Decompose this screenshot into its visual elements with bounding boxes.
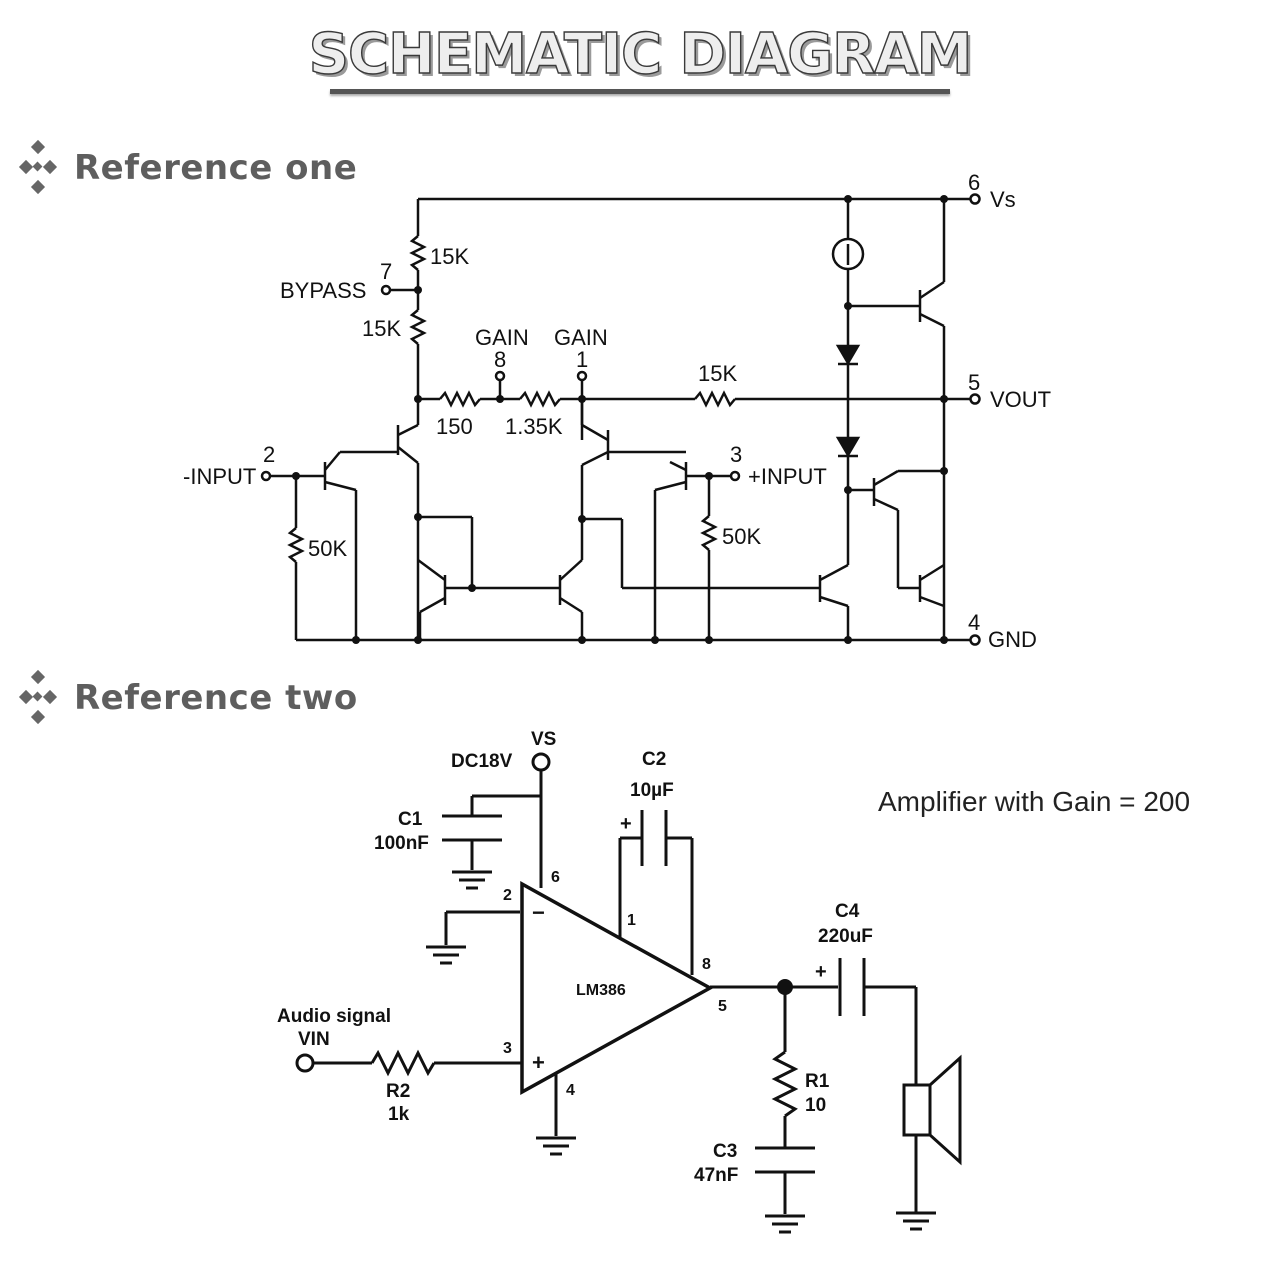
gain-1-label: GAIN	[554, 325, 608, 350]
inverting-sign: −	[532, 900, 545, 925]
pin-4-number: 4	[968, 610, 980, 635]
pin-6-number: 6	[968, 170, 980, 195]
diode-icon	[835, 436, 861, 458]
ic-pin-8: 8	[702, 956, 711, 973]
resistor-feedback-15k	[694, 390, 736, 408]
pin-1-number: 1	[576, 347, 588, 372]
gain-8-label: GAIN	[475, 325, 529, 350]
c2-polarity-sign: +	[620, 813, 632, 835]
resistor-top-label: 15K	[430, 244, 469, 269]
reference-one-labels: 6 Vs 5 VOUT 4 GND 7 BYPASS GAIN 8 GAIN 1…	[183, 170, 1051, 652]
noninverting-sign: +	[532, 1050, 545, 1075]
c4-name: C4	[835, 901, 860, 922]
resistor-feedback-label: 15K	[698, 361, 737, 386]
speaker-icon	[902, 1083, 932, 1137]
section-heading-one: Reference one	[18, 138, 357, 198]
r2-value: 1k	[388, 1104, 410, 1125]
vout-label: VOUT	[990, 387, 1051, 412]
pin-2-number: 2	[263, 442, 275, 467]
pin-5-number: 5	[968, 370, 980, 395]
lm386-triangle	[520, 881, 714, 1095]
vs-label: Vs	[990, 187, 1016, 212]
minus-input-label: -INPUT	[183, 464, 256, 489]
pin-8-number: 8	[494, 347, 506, 372]
diode-icon	[835, 344, 861, 366]
resistor-150-label: 150	[436, 414, 473, 439]
supply-label: DC18V	[451, 751, 513, 772]
section-heading-label: Reference one	[74, 148, 358, 188]
gain-annotation: Amplifier with Gain = 200	[878, 786, 1191, 817]
reference-one-schematic	[260, 193, 981, 646]
c1-value: 100nF	[374, 833, 429, 854]
section-heading-label: Reference two	[74, 678, 358, 718]
page-title: SCHEMATIC DIAGRAM	[308, 21, 973, 87]
c4-polarity-sign: +	[815, 961, 827, 983]
c3-value: 47nF	[694, 1165, 738, 1186]
c3-name: C3	[713, 1141, 737, 1162]
c2-name: C2	[642, 749, 666, 770]
resistor-bypass-label: 15K	[362, 316, 401, 341]
resistor-1k35	[519, 390, 561, 408]
ic-pin-1: 1	[627, 912, 636, 929]
resistor-top-15k	[409, 235, 427, 271]
reference-two-schematic	[295, 752, 962, 1234]
vin-label: VIN	[298, 1029, 330, 1050]
ic-pin-2: 2	[503, 887, 512, 904]
resistor-r2	[370, 1049, 436, 1077]
ic-pin-5: 5	[718, 998, 727, 1015]
reference-two-labels: VS DC18V C1 100nF C2 10µF C4 220uF R1 10…	[277, 729, 873, 1186]
title-underline	[330, 89, 950, 94]
resistor-ninput-50k	[287, 527, 305, 563]
current-source-icon	[831, 237, 865, 271]
r2-name: R2	[386, 1081, 410, 1102]
ic-label: LM386	[576, 982, 626, 999]
resistor-1k35-label: 1.35K	[505, 414, 563, 439]
gnd-label: GND	[988, 627, 1037, 652]
ic-pin-6: 6	[551, 869, 560, 886]
vs-label: VS	[531, 729, 556, 750]
ic-pin-4: 4	[566, 1082, 575, 1099]
ic-pin-3: 3	[503, 1040, 512, 1057]
r1-name: R1	[805, 1071, 830, 1092]
c1-name: C1	[398, 809, 423, 830]
bypass-label: BYPASS	[280, 278, 366, 303]
output-junction	[777, 979, 793, 995]
resistor-bypass-15k	[409, 309, 427, 345]
pin-3-number: 3	[730, 442, 742, 467]
audio-input-label: Audio signal	[277, 1006, 391, 1027]
reference-one-junctions	[292, 195, 948, 644]
resistor-pinput-label: 50K	[722, 524, 761, 549]
resistor-150	[439, 390, 481, 408]
r1-value: 10	[805, 1095, 826, 1116]
c4-value: 220uF	[818, 926, 873, 947]
resistor-ninput-label: 50K	[308, 536, 347, 561]
plus-input-label: +INPUT	[748, 464, 827, 489]
c2-value: 10µF	[630, 780, 674, 801]
section-heading-two: Reference two	[18, 668, 358, 728]
resistor-r1	[771, 1050, 799, 1118]
resistor-pinput-50k	[700, 515, 718, 551]
pin-7-number: 7	[380, 259, 392, 284]
